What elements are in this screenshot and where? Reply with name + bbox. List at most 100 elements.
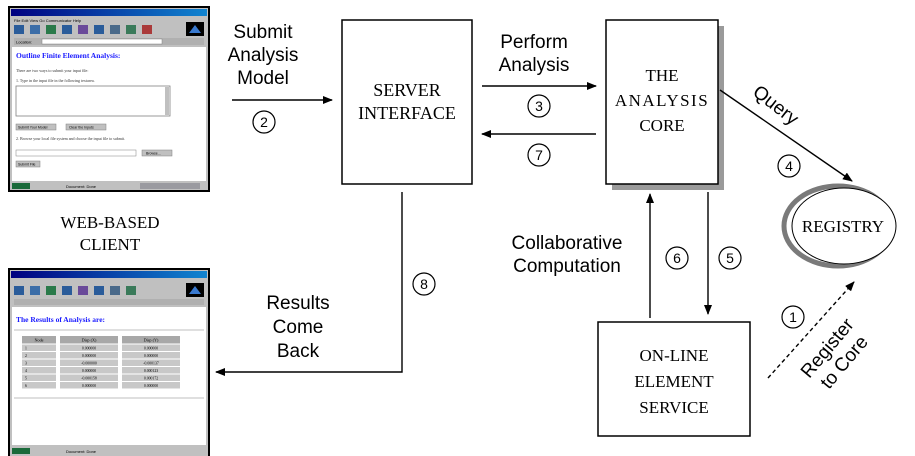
submit-label: Submit [233, 22, 293, 43]
submit-model-button [15, 123, 57, 131]
svg-text:2: 2 [260, 114, 268, 130]
table-header-cell [122, 336, 180, 344]
table-header-label: Disp (X) [82, 338, 97, 343]
arrow-register [767, 281, 855, 379]
table-header-cell [22, 336, 56, 344]
svg-text:Document: Done: Document: Done [66, 449, 97, 454]
svg-text:1: 1 [789, 309, 797, 325]
table-cell-value: 4 [25, 369, 27, 373]
step-5-marker: 5 [718, 246, 742, 270]
svg-text:Document: Done: Document: Done [66, 184, 97, 189]
svg-text:SERVER: SERVER [373, 80, 441, 100]
svg-text:Browse...: Browse... [146, 152, 161, 156]
table-cell-value: 0.000000 [82, 354, 96, 358]
table-cell [60, 359, 118, 366]
table-cell-value: 6 [25, 384, 27, 388]
table-cell-value: 0.000000 [82, 384, 96, 388]
table-cell [22, 344, 56, 351]
table-cell-value: 5 [25, 376, 27, 380]
table-cell [60, 367, 118, 374]
browse-button [141, 149, 173, 157]
collab-label: Collaborative [512, 233, 623, 254]
server-interface-box: SERVER INTERFACE [341, 19, 473, 185]
table-cell-value: 0.000172 [144, 376, 158, 380]
table-header-label: Disp (Y) [144, 338, 159, 343]
table-cell-value: 0.000000 [82, 346, 96, 350]
table-cell-value: 0.000123 [144, 369, 158, 373]
table-cell [122, 359, 180, 366]
register-label: Register to Core [797, 314, 873, 393]
arrow-results [215, 192, 403, 376]
svg-text:There are two ways to submit y: There are two ways to submit your input … [16, 68, 88, 73]
table-cell-value: 1 [25, 346, 27, 350]
svg-text:Analysis: Analysis [499, 55, 570, 76]
table-cell-value: 0.000000 [82, 369, 96, 373]
form-heading: Outline Finite Element Analysis: [16, 51, 120, 60]
table-header-cell [60, 336, 118, 344]
svg-text:CORE: CORE [639, 116, 684, 135]
step-4-marker: 4 [777, 154, 801, 178]
svg-text:Computation: Computation [513, 256, 621, 277]
svg-text:2. Browse your local file syst: 2. Browse your local file system and cho… [16, 136, 125, 141]
file-path-input [15, 149, 137, 157]
flow-arrows [215, 82, 855, 379]
svg-text:Analysis: Analysis [228, 45, 299, 66]
table-cell [122, 367, 180, 374]
table-cell [60, 344, 118, 351]
step-markers: 2 3 7 4 6 5 8 1 [252, 94, 805, 329]
svg-text:Clear the Inputs: Clear the Inputs [69, 126, 94, 130]
query-label: Query [749, 81, 803, 130]
table-cell [122, 382, 180, 389]
svg-text:ELEMENT: ELEMENT [634, 372, 714, 391]
svg-text:Come: Come [273, 317, 324, 338]
table-cell [122, 352, 180, 359]
step-2-marker: 2 [252, 110, 276, 134]
browser-toolbar [14, 22, 204, 36]
svg-text:ANALYSIS: ANALYSIS [615, 91, 709, 110]
window-titlebar [11, 9, 207, 16]
client-results-screenshot: The Results of Analysis are: Node Disp (X… [8, 268, 210, 456]
results-table: Node Disp (X) Disp (Y) 1 0.000000 0.000000 2 0.… [22, 336, 180, 389]
registry-node: REGISTRY [781, 183, 897, 269]
svg-text:4: 4 [785, 158, 793, 174]
svg-text:Model: Model [237, 68, 289, 89]
table-cell-value: -0.000000 [81, 361, 97, 365]
step-7-marker: 7 [527, 143, 551, 167]
svg-text:1. Type in the input file in t: 1. Type in the input file in the followi… [16, 78, 95, 83]
table-cell [22, 359, 56, 366]
results-heading: The Results of Analysis are: [16, 315, 105, 324]
address-bar [41, 38, 163, 45]
analysis-core-box: THE ANALYSIS CORE [605, 19, 724, 190]
table-cell-value: -0.000158 [81, 376, 97, 380]
table-cell [22, 367, 56, 374]
svg-text:Submit Your Model: Submit Your Model [18, 126, 48, 130]
svg-text:8: 8 [420, 276, 428, 292]
svg-text:ON-LINE: ON-LINE [640, 346, 709, 365]
model-textarea [15, 85, 171, 117]
client-submit-screenshot: File Edit View Go Communicator Help Loca… [8, 6, 210, 192]
table-cell [60, 352, 118, 359]
svg-text:Submit File: Submit File [18, 163, 36, 167]
client-label: WEB-BASED [60, 213, 159, 232]
table-cell [60, 374, 118, 381]
svg-text:THE: THE [645, 66, 678, 85]
table-cell-value: 3 [25, 361, 27, 365]
table-cell [60, 382, 118, 389]
clear-inputs-button [65, 123, 107, 131]
table-header-label: Node [34, 338, 43, 343]
table-cell-value: 0.000000 [144, 384, 158, 388]
svg-text:Back: Back [277, 341, 320, 362]
browser-menu: File Edit View Go Communicator Help [14, 18, 82, 23]
svg-text:INTERFACE: INTERFACE [358, 103, 456, 123]
table-cell [22, 374, 56, 381]
location-label: Location: [16, 40, 32, 45]
arrow-query [719, 89, 853, 182]
table-cell [22, 352, 56, 359]
table-cell [122, 374, 180, 381]
results-label: Results [266, 293, 329, 314]
svg-text:5: 5 [726, 250, 734, 266]
step-8-marker: 8 [412, 272, 436, 296]
table-cell [22, 382, 56, 389]
table-cell-value: 2 [25, 354, 27, 358]
